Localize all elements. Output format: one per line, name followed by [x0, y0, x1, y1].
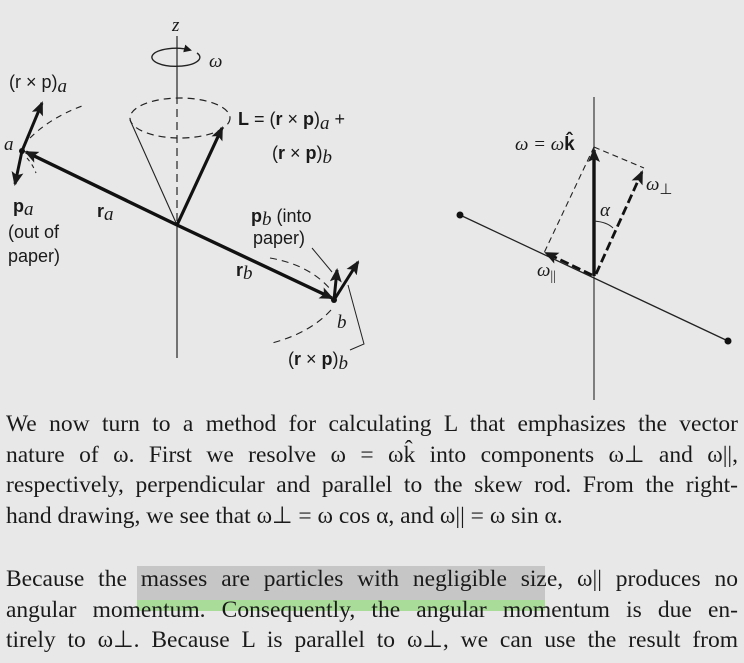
- p-b-note-line2: paper): [253, 228, 305, 248]
- omega-perp-vector: [594, 170, 644, 275]
- p-b-leader: [311, 247, 333, 273]
- orbit-arc-a: [29, 105, 83, 139]
- L-vector: [175, 126, 224, 226]
- orbit-arc-b-upper: [269, 257, 332, 291]
- orbit-arc-b-lower: [271, 309, 332, 344]
- p-a-vector: [11, 150, 24, 186]
- p2-line-1: Because the masses are particles with ne…: [6, 566, 738, 592]
- figure-rotating-skew-rod: z ω (r × p)a a pa (out of paper) ra L = …: [4, 15, 732, 400]
- cone-rim: [129, 97, 231, 139]
- omega-par-vector: [544, 251, 593, 277]
- L-equation-line2: (r × p)b: [272, 143, 332, 168]
- rod-end-right: [724, 337, 732, 345]
- p2-line-2: angular momentum. Consequently, the angu…: [6, 596, 738, 623]
- r-b-label: rb: [236, 260, 253, 284]
- p1-line-2: nature of ω. First we resolve ω = ωk̂ in…: [6, 441, 738, 468]
- rxp-b-label: (r × p)b: [288, 349, 348, 374]
- z-axis-label: z: [171, 15, 180, 36]
- rxp-b-leader: [347, 284, 365, 351]
- text-highlight-selection: [137, 566, 545, 600]
- skew-rod: [459, 214, 729, 342]
- paragraph-2: Because the masses are particles with ne…: [6, 564, 738, 656]
- p-a-note-line1: (out of: [8, 222, 60, 242]
- right-diagram: ω = ωk̂ ω⊥ α ω||: [456, 97, 732, 400]
- cone-side: [129, 119, 178, 226]
- p1-line-1: We now turn to a method for calculating …: [6, 411, 738, 437]
- p-b-label: pb (into: [251, 206, 312, 230]
- p-a-note-line2: paper): [8, 246, 60, 266]
- r-a-label: ra: [97, 201, 114, 225]
- rxp-a-label: (r × p)a: [9, 72, 67, 97]
- omega-perp-label: ω⊥: [646, 174, 673, 198]
- rxp-b-vector: [332, 260, 360, 301]
- text-highlight-underline: [137, 600, 545, 611]
- paragraph-1: We now turn to a method for calculating …: [6, 409, 738, 531]
- point-b-label: b: [337, 312, 347, 333]
- rod-end-left: [456, 211, 464, 219]
- p1-line-4: hand drawing, we see that ω⊥ = ω cos α, …: [6, 502, 563, 529]
- rxp-a-vector: [20, 101, 44, 152]
- r-b-vector: [176, 223, 334, 300]
- r-a-vector: [24, 150, 178, 227]
- omega-par-label: ω||: [537, 260, 556, 284]
- omega-equation: ω = ωk̂: [515, 133, 575, 155]
- L-equation-line1: L = (r × p)a +: [238, 109, 345, 134]
- alpha-label: α: [600, 200, 611, 221]
- omega-label: ω: [209, 51, 222, 72]
- p-b-vector: [329, 268, 342, 301]
- p2-line-3: tirely to ω⊥. Because L is parallel to ω…: [6, 627, 738, 653]
- left-diagram: z ω (r × p)a a pa (out of paper) ra L = …: [4, 15, 365, 374]
- point-a-label: a: [4, 134, 14, 155]
- p1-line-3: respectively, perpendicular and parallel…: [6, 472, 738, 498]
- p-a-label: pa: [13, 196, 34, 220]
- alpha-arc: [593, 220, 614, 229]
- rotation-arrow-icon: [151, 44, 201, 67]
